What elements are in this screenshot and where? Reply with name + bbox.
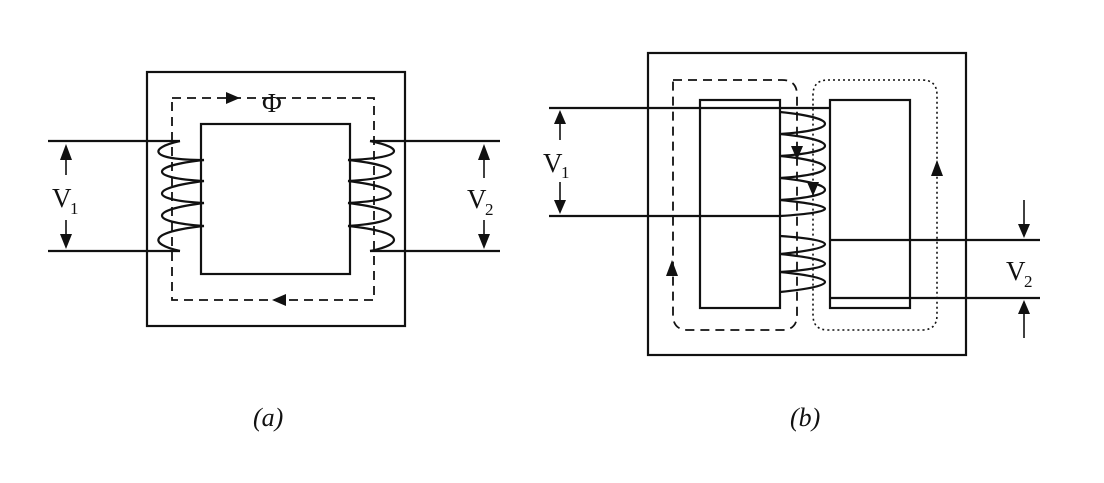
- flux-arrow-center-lower-b: [807, 182, 819, 196]
- core-a-outer: [145, 70, 407, 328]
- primary-coil-a: [157, 139, 205, 253]
- primary-voltage-label-a: V: [52, 183, 72, 213]
- flux-arrow-bottom-a: [272, 294, 286, 306]
- core-b-outer: [646, 51, 968, 357]
- flux-arrow-right-b: [931, 160, 943, 176]
- primary-voltage-label-b: V: [543, 148, 563, 178]
- secondary-voltage-label-a: V: [467, 184, 487, 214]
- secondary-voltage-indicator-b: [1018, 200, 1030, 338]
- flux-path-a: [171, 97, 375, 301]
- diagram-a: Φ V 1: [48, 70, 500, 432]
- flux-arrow-top-a: [226, 92, 240, 104]
- primary-coil-b: [779, 110, 827, 218]
- primary-voltage-subscript-b: 1: [561, 163, 570, 182]
- flux-path-b-right: [812, 79, 938, 331]
- primary-voltage-indicator-b: [554, 110, 566, 214]
- flux-arrow-center-upper-b: [791, 146, 803, 160]
- secondary-voltage-subscript-a: 2: [485, 200, 494, 219]
- flux-label: Φ: [262, 88, 282, 118]
- diagram-b: V 1 V 2 (b): [543, 51, 1040, 432]
- core-a-window: [199, 122, 352, 276]
- flux-arrow-left-b: [666, 260, 678, 276]
- core-b-right-window: [828, 98, 912, 310]
- caption-b: (b): [790, 403, 820, 432]
- secondary-voltage-indicator-a: [478, 144, 490, 249]
- flux-path-b-left: [672, 79, 798, 331]
- secondary-voltage-label-b: V: [1006, 256, 1026, 286]
- secondary-voltage-subscript-b: 2: [1024, 272, 1033, 291]
- caption-a: (a): [253, 403, 283, 432]
- primary-voltage-indicator-a: [60, 144, 72, 249]
- secondary-coil-a: [347, 139, 396, 253]
- core-b-left-window: [698, 98, 782, 310]
- secondary-coil-b: [779, 234, 827, 294]
- primary-voltage-subscript-a: 1: [70, 199, 79, 218]
